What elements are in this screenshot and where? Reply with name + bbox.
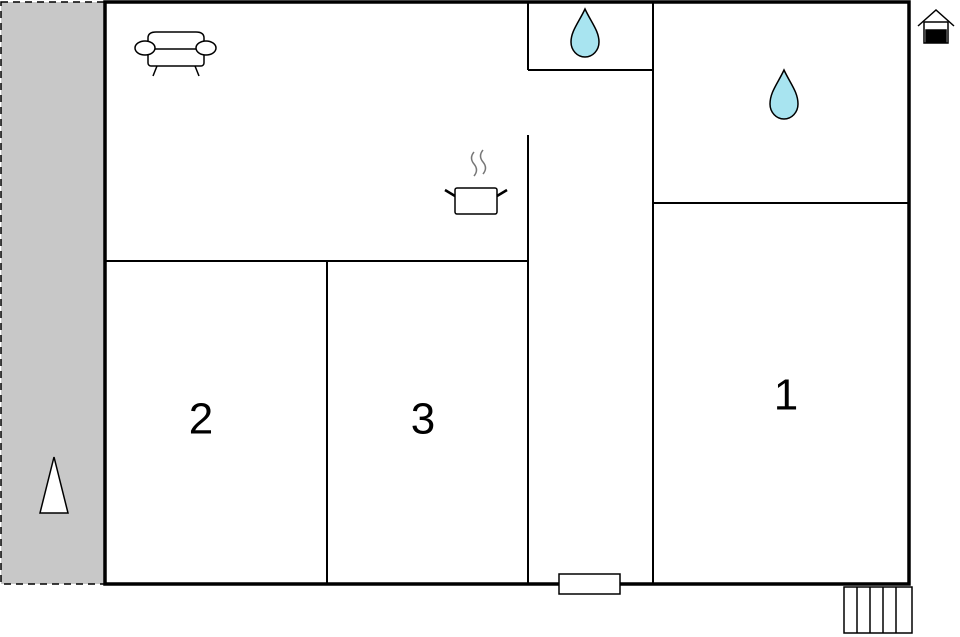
water-drop-icon: [570, 7, 600, 58]
north-arrow-icon: [39, 456, 69, 514]
stairs-icon: [843, 586, 913, 634]
entrance-door-icon: [558, 573, 621, 595]
cooking-pot-icon: [444, 149, 508, 215]
room-label-2: 2: [189, 395, 213, 444]
armchair-icon: [134, 31, 217, 77]
water-drop-icon: [769, 68, 799, 120]
house-icon: [917, 8, 955, 44]
room-label-3: 3: [411, 395, 435, 444]
interior-walls: [105, 2, 909, 584]
room-label-1: 1: [774, 371, 798, 420]
